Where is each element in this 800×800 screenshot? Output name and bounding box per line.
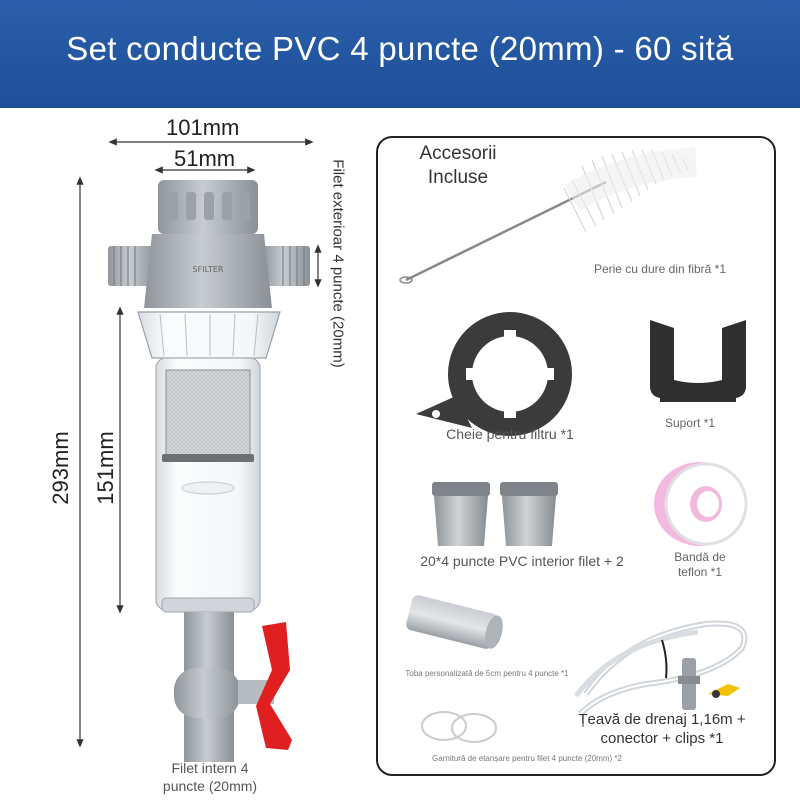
valve-handle <box>256 622 292 750</box>
height-total-label: 293mm <box>48 431 73 505</box>
brush-label: Perie cu dure din fibră *1 <box>593 262 727 276</box>
cap-text: SFILTER <box>193 265 224 274</box>
thread-internal-label: Filet intern 4 puncte (20mm) <box>162 760 258 794</box>
bracket-image <box>650 320 746 402</box>
pipe-label: Toba personalizată de 5cm pentru 4 punct… <box>405 669 569 678</box>
height-bowl-label: 151mm <box>93 431 118 505</box>
gaskets-image <box>421 711 497 743</box>
width-total-label: 101mm <box>166 115 240 140</box>
page-title: Set conducte PVC 4 puncte (20mm) - 60 si… <box>66 30 734 67</box>
wrench-label: Cheie pentru filtru *1 <box>446 426 574 442</box>
gaskets-label: Garnitură de etanșare pentru filet 4 pun… <box>432 754 622 763</box>
bracket-label: Suport *1 <box>664 416 716 430</box>
accessories-panel <box>376 136 776 776</box>
teflon-tape-image <box>654 462 748 546</box>
accessories-illustrations <box>399 147 748 743</box>
width-inner-label: 51mm <box>174 146 236 171</box>
wrench-image <box>416 312 572 436</box>
adapters-image <box>432 482 558 546</box>
accessories-heading: Accesorii Incluse <box>419 143 497 188</box>
drain-tube-label: Țeavă de drenaj 1,16m + conector + clips… <box>578 711 746 747</box>
pipe-image <box>406 595 503 649</box>
drain-tube-image <box>573 620 748 717</box>
title-banner: Set conducte PVC 4 puncte (20mm) - 60 si… <box>0 0 800 108</box>
teflon-tape-label: Bandă de teflon *1 <box>674 550 726 579</box>
filter-illustration: SFILTER <box>76 138 322 762</box>
thread-external-label: Filet exterioar 4 puncte (20mm) <box>329 159 347 368</box>
brush-image <box>399 147 697 284</box>
adapters-label: 20*4 puncte PVC interior filet + 2 <box>420 553 624 569</box>
